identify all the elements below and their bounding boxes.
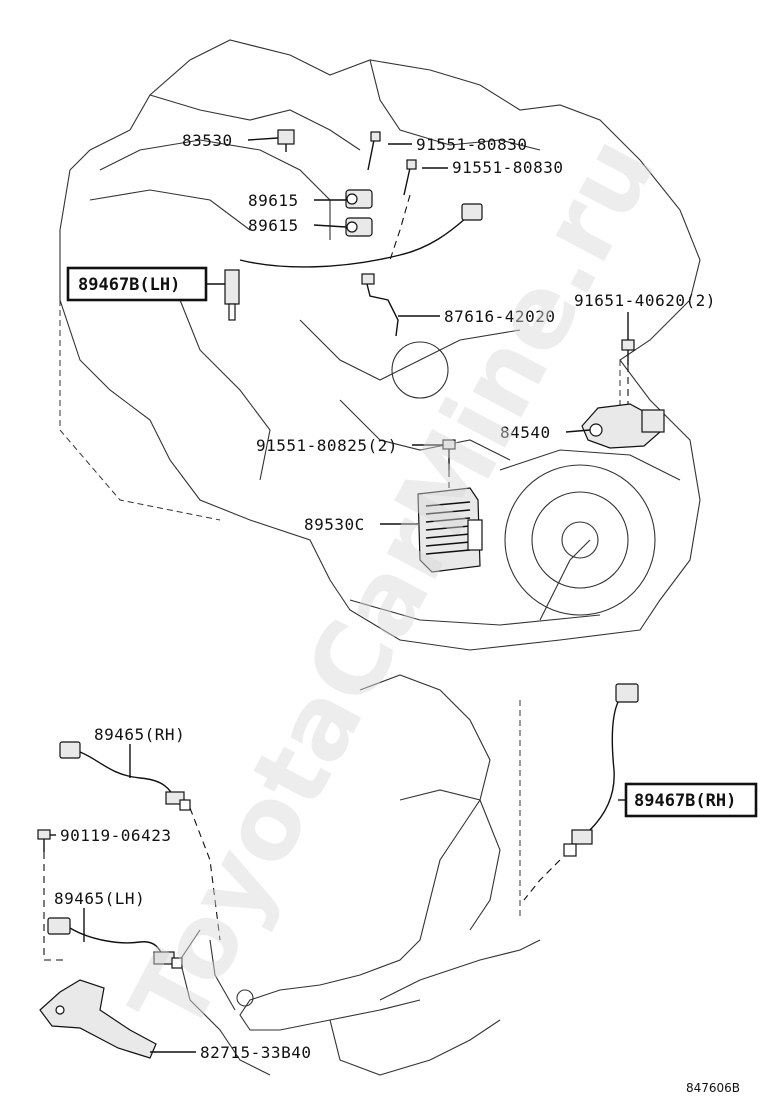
label-89467b-rh: 89467B(RH): [634, 791, 736, 811]
knock-sensor-89615-a-sketch: [345, 189, 373, 209]
knock-sensor-89615-b-sketch: [345, 217, 373, 237]
bolt-91551-80830-b-sketch: [403, 159, 417, 196]
bracket-82715-33b40-sketch: [39, 979, 157, 1059]
bracket-87616-42020-sketch: [361, 273, 399, 337]
switch-84540-sketch: [581, 403, 665, 449]
label-91551-80830-a: 91551-80830: [416, 135, 527, 154]
label-82715-33b40: 82715-33B40: [200, 1043, 311, 1062]
label-89530c: 89530C: [304, 515, 365, 534]
highlight-box-89467b-rh: [624, 782, 758, 818]
label-89465-lh: 89465(LH): [54, 889, 145, 908]
sensor-83530-sketch: [277, 129, 295, 152]
engine-outline: [59, 39, 701, 651]
label-90119-06423: 90119-06423: [60, 826, 171, 845]
label-87616-42020: 87616-42020: [444, 307, 555, 326]
exhaust-pipe-outline: [179, 674, 541, 1076]
oxygen-sensor-89467b-lh-sketch: [224, 203, 483, 321]
label-91551-80825: 91551-80825(2): [256, 436, 398, 455]
highlight-box-89467b-lh: [66, 266, 208, 302]
leader-lines: [50, 137, 629, 1053]
label-83530: 83530: [182, 131, 233, 150]
watermark: ToyotaCarMine.ru: [108, 118, 678, 1051]
label-91551-80830-b: 91551-80830: [452, 158, 563, 177]
part-labels: 83530 91551-80830 91551-80830 89615 8961…: [54, 131, 758, 1095]
label-89615-b: 89615: [248, 216, 299, 235]
label-89467b-lh: 89467B(LH): [78, 275, 180, 295]
label-91651-40620: 91651-40620(2): [574, 291, 716, 310]
oxygen-sensor-89465-lh-sketch: [47, 917, 183, 969]
label-89615-a: 89615: [248, 191, 299, 210]
oxygen-sensor-89467b-rh-sketch: [563, 683, 639, 857]
label-89465-rh: 89465(RH): [94, 725, 185, 744]
oxygen-sensor-89465-rh-sketch: [59, 741, 191, 811]
diagram-code: 847606B: [686, 1081, 740, 1095]
bolt-91551-80830-a-sketch: [367, 131, 381, 171]
ecu-89530c-sketch: [417, 487, 483, 573]
label-84540: 84540: [500, 423, 551, 442]
